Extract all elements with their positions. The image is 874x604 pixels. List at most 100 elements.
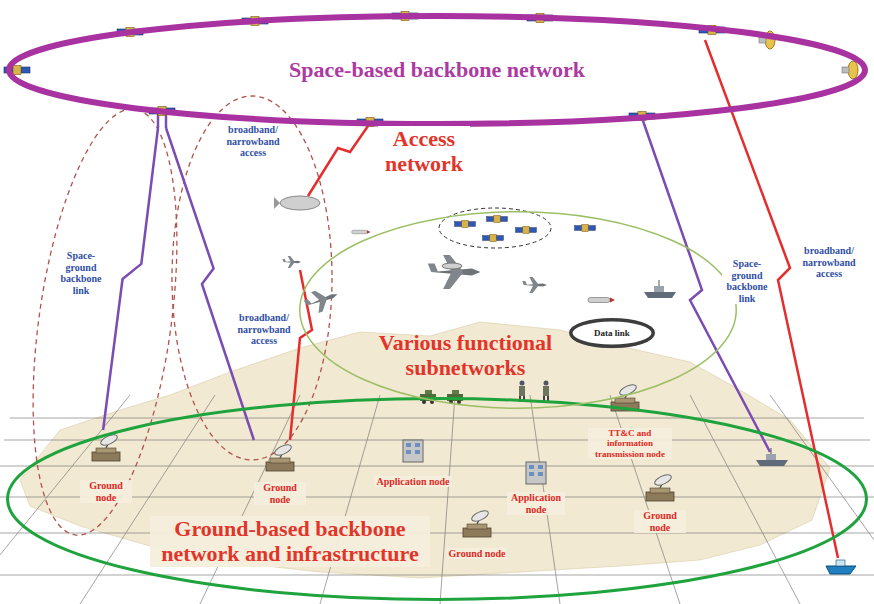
- constellation-ring: [439, 208, 551, 248]
- node-label: Ground node: [447, 548, 508, 560]
- access-label: broadband/ narrowband access: [234, 312, 294, 347]
- satellite: [483, 234, 504, 241]
- grid-line: [320, 395, 380, 604]
- data-link-ring-border: [571, 320, 654, 347]
- grid-line: [690, 395, 800, 604]
- grid: [0, 395, 874, 604]
- drone: [282, 256, 301, 268]
- link-stub: [165, 114, 168, 128]
- label-holder: broadband/ narrowband access: [796, 245, 862, 280]
- network-title: Various functional subnetworks: [358, 330, 573, 381]
- access-region: [172, 96, 332, 460]
- ground-node: Ground node: [442, 508, 512, 560]
- label-holder: broadband/ narrowband access: [234, 312, 294, 347]
- node-label: Application node: [374, 476, 451, 488]
- satellite: [527, 14, 553, 23]
- network-title: Space-based backbone network: [287, 57, 587, 82]
- grid-line: [610, 395, 680, 604]
- vehicle: [420, 390, 436, 404]
- boat: [826, 566, 856, 574]
- grid-line: [0, 575, 874, 576]
- label-holder: Access network: [378, 126, 470, 177]
- grid-line: [80, 395, 215, 604]
- access-link: [290, 270, 312, 440]
- soldier: [543, 381, 549, 403]
- satellite: [455, 220, 476, 227]
- label-holder: broadband/ narrowband access: [222, 124, 284, 159]
- application-node: Application node: [365, 430, 461, 488]
- airship-fin: [274, 197, 280, 209]
- space-ground-link: [103, 128, 158, 430]
- application-node: Application node: [504, 452, 568, 516]
- ship: [644, 280, 676, 298]
- satellite: [149, 107, 175, 116]
- soldier: [519, 381, 525, 403]
- access-link: [705, 40, 838, 558]
- access-label: broadband/ narrowband access: [222, 124, 284, 159]
- ground-node: Ground node: [631, 468, 689, 534]
- boat-cabin: [836, 560, 845, 566]
- label-holder: Space-ground backbone link: [722, 258, 772, 304]
- space-ground-link: [166, 128, 254, 440]
- access-link: [308, 126, 368, 196]
- ground-station: [646, 473, 674, 501]
- node-label: Ground node: [634, 510, 686, 533]
- grid-line: [770, 395, 874, 604]
- uav: [522, 277, 547, 293]
- missile: [352, 230, 371, 234]
- satellite: [487, 215, 508, 222]
- relay-satellite: [759, 31, 775, 49]
- ground-station: [463, 509, 491, 537]
- early-warning-aircraft: [428, 255, 481, 289]
- satellite: [4, 66, 30, 75]
- ground-station: [611, 383, 639, 411]
- node-label: TT&C and information transmission node: [588, 428, 672, 459]
- node-label: Application node: [507, 492, 565, 515]
- node-label: Data link: [592, 328, 632, 338]
- ttc-node: TT&C and information transmission node: [582, 378, 678, 460]
- space-backbone-ring-border: [9, 16, 865, 124]
- subnetwork-region-border: [300, 212, 737, 409]
- network-title: Ground-based backbone network and infras…: [150, 516, 430, 567]
- satellite: [575, 224, 596, 231]
- ground-station: [92, 433, 120, 461]
- grid-line: [0, 466, 874, 467]
- grid-line: [4, 440, 870, 441]
- satellite: [242, 17, 268, 26]
- grid-line: [0, 533, 874, 534]
- subnetwork-region: Various functional subnetworks Data link: [298, 210, 738, 410]
- network-title: Access network: [378, 126, 470, 177]
- satellite: [629, 112, 655, 121]
- grid-line: [10, 418, 864, 419]
- ring-shadow: [571, 322, 654, 349]
- ground-backbone-region-border: [8, 399, 867, 600]
- grid-line: [440, 395, 455, 604]
- ship: [756, 448, 788, 466]
- application-building: [526, 462, 546, 484]
- map-land: [20, 322, 830, 578]
- label-holder: Space-ground backbone link: [55, 250, 107, 296]
- link-label: Space-ground backbone link: [722, 258, 772, 304]
- airship: [280, 196, 320, 210]
- link-stub: [157, 114, 160, 128]
- relay-satellite: [842, 61, 858, 79]
- node-label: Ground node: [254, 482, 306, 505]
- ground-node: Ground node: [77, 430, 135, 504]
- vehicle: [447, 390, 463, 404]
- link-label: Space-ground backbone link: [55, 250, 107, 296]
- access-region: [10, 100, 201, 544]
- data-link-ring: Data link: [568, 317, 656, 349]
- space-backbone-ring: Space-based backbone network: [5, 12, 869, 128]
- node-label: Ground node: [80, 480, 132, 503]
- missile: [588, 298, 615, 303]
- ground-backbone-region: Ground-based backbone network and infras…: [5, 396, 869, 602]
- ground-node: Ground node: [251, 440, 309, 506]
- ground-station: [266, 443, 294, 471]
- fighter-jet: [302, 284, 342, 316]
- ground-backbone-region-outline: [5, 396, 869, 602]
- satellite: [392, 12, 418, 21]
- satellite: [516, 226, 537, 233]
- access-label: broadband/ narrowband access: [796, 245, 862, 280]
